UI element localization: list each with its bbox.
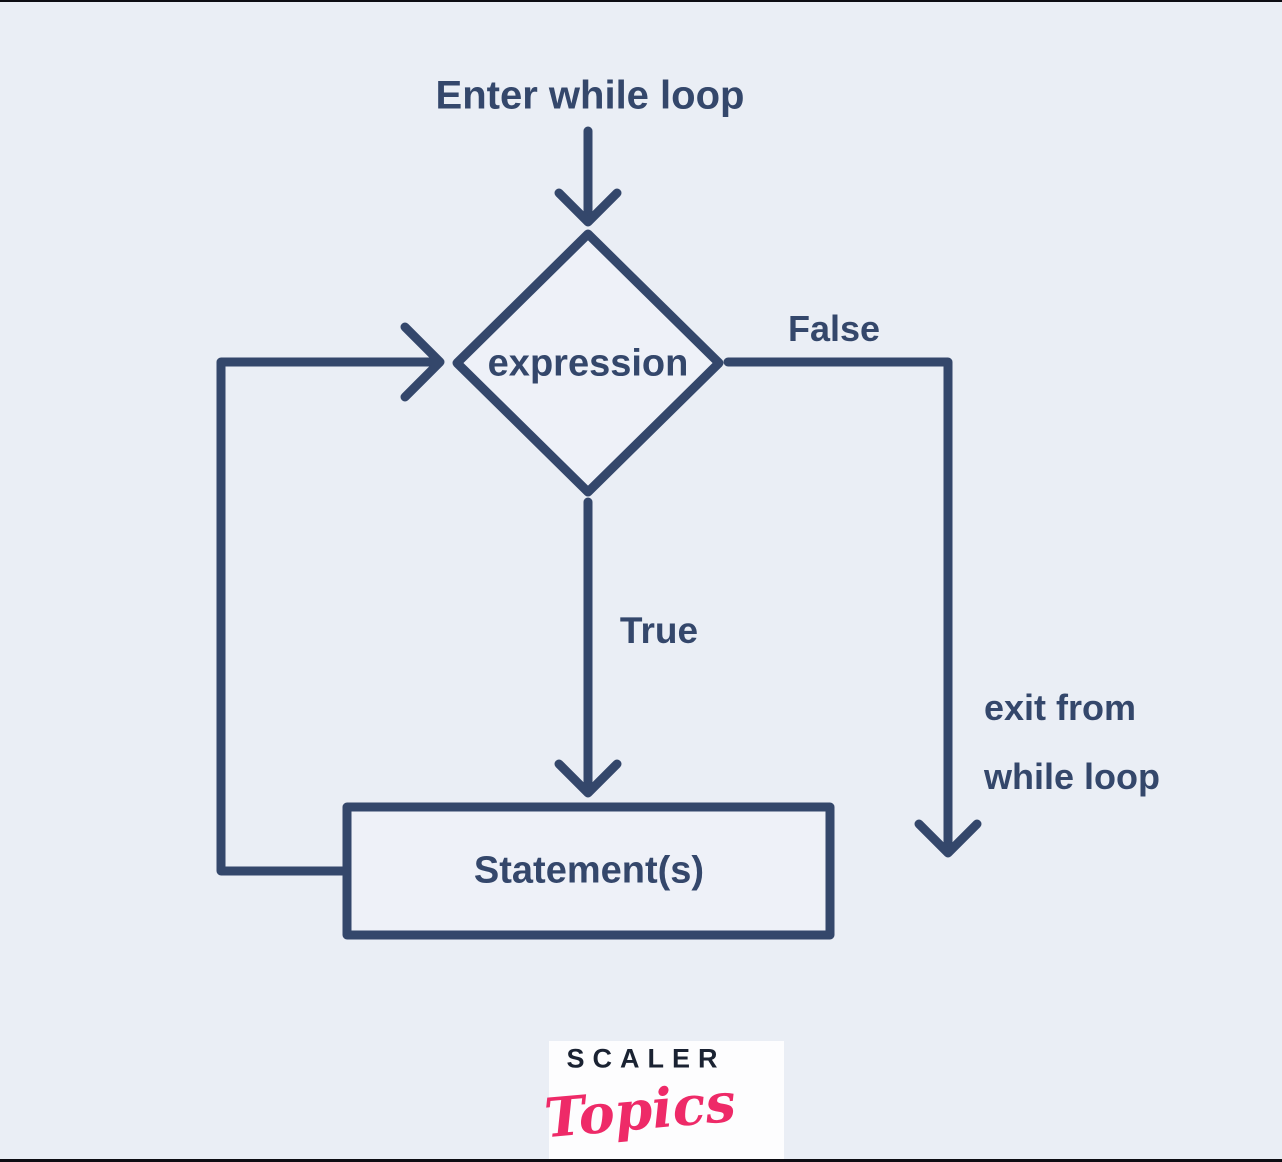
false-branch-label: False <box>787 308 881 349</box>
arrowhead-down-exit-icon <box>914 819 982 858</box>
top-edge-line <box>0 0 1282 2</box>
arrowhead-right-loop-icon <box>400 322 445 402</box>
entry-label: Enter while loop <box>435 73 745 118</box>
process-rect <box>342 802 835 940</box>
decision-label: expression <box>487 342 689 385</box>
true-branch-label: True <box>619 610 699 651</box>
arrowhead-down-entry-icon <box>554 188 622 227</box>
loopback-connector <box>216 357 437 876</box>
scaler-logo-wordmark: SCALER <box>566 1043 726 1074</box>
exit-label-line1: exit from <box>984 687 1137 728</box>
decision-diamond <box>452 229 724 497</box>
arrowhead-down-true-icon <box>554 759 622 798</box>
process-label: Statement(s) <box>473 849 705 892</box>
exit-label-line2: while loop <box>984 756 1160 797</box>
logo-background <box>549 1041 784 1162</box>
bottom-edge-line <box>0 1159 1282 1162</box>
false-connector <box>723 357 953 854</box>
